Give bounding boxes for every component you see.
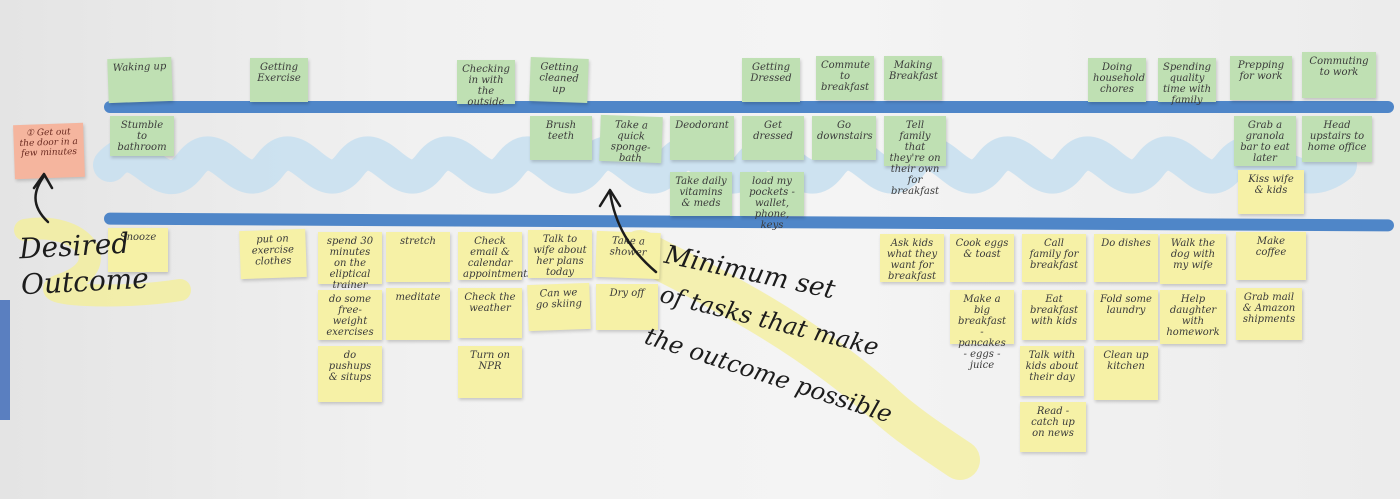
mvp-task-note: Kiss wife & kids xyxy=(1238,170,1304,214)
later-task-note: Walk the dog with my wife xyxy=(1160,234,1226,284)
later-task-note: Turn on NPR xyxy=(458,346,522,398)
later-task-note: Dry off xyxy=(596,284,658,330)
later-task-note: Cook eggs & toast xyxy=(950,234,1014,282)
mvp-task-note: Get dressed xyxy=(742,116,804,160)
later-task-note: Do dishes xyxy=(1094,234,1158,282)
later-task-note: Grab mail & Amazon shipments xyxy=(1236,288,1302,340)
later-task-note: Read - catch up on news xyxy=(1020,402,1086,452)
activity-note: Getting Exercise xyxy=(250,58,308,102)
activity-note: Checking in with the outside xyxy=(457,60,515,108)
mvp-top-line xyxy=(104,101,1394,113)
later-task-note: Make coffee xyxy=(1236,232,1306,280)
later-task-note: meditate xyxy=(386,288,450,340)
mvp-task-note: Take daily vitamins & meds xyxy=(670,172,732,216)
later-task-note: Ask kids what they want for breakfast xyxy=(880,234,944,282)
activity-note: Getting Dressed xyxy=(742,58,800,102)
later-task-note: do pushups & situps xyxy=(318,346,382,402)
later-task-note: do some free-weight exercises xyxy=(318,290,382,340)
later-task-note: spend 30 minutes on the eliptical traine… xyxy=(318,232,382,291)
mvp-task-note: Brush teeth xyxy=(530,116,592,160)
activity-note: Prepping for work xyxy=(1230,56,1292,100)
later-task-note: Clean up kitchen xyxy=(1094,346,1158,400)
activity-note: Making Breakfast xyxy=(884,56,942,100)
mvp-task-note: Tell family that they're on their own fo… xyxy=(884,116,946,197)
later-task-note: Talk with kids about their day xyxy=(1020,346,1084,396)
later-task-note: Eat breakfast with kids xyxy=(1022,290,1086,340)
later-task-note: Make a big breakfast - pancakes - eggs -… xyxy=(950,290,1014,371)
mvp-task-note: Stumble to bathroom xyxy=(110,116,174,156)
later-task-note: Fold some laundry xyxy=(1094,290,1158,340)
mvp-task-note: load my pockets - wallet, phone, keys xyxy=(740,172,804,231)
later-task-note: Snooze xyxy=(108,228,168,272)
board-edge xyxy=(0,300,10,420)
later-task-note: Talk to wife about her plans today xyxy=(528,230,592,278)
mvp-task-note: Deodorant xyxy=(670,116,734,160)
later-task-note: stretch xyxy=(386,232,450,282)
later-task-note: Check the weather xyxy=(458,288,522,338)
activity-note: Doing household chores xyxy=(1088,58,1146,102)
activity-note: Commute to breakfast xyxy=(816,56,874,100)
mvp-task-note: Go downstairs xyxy=(812,116,876,160)
activity-note: Commuting to work xyxy=(1302,52,1376,98)
mvp-task-note: Head upstairs to home office xyxy=(1302,116,1372,162)
later-task-note: Call family for breakfast xyxy=(1022,234,1086,282)
mvp-task-note: Grab a granola bar to eat later xyxy=(1234,116,1296,166)
later-task-note: Check email & calendar appointments xyxy=(458,232,532,280)
activity-note: Spending quality time with family xyxy=(1158,58,1216,106)
later-task-note: Help daughter with homework xyxy=(1160,290,1226,344)
